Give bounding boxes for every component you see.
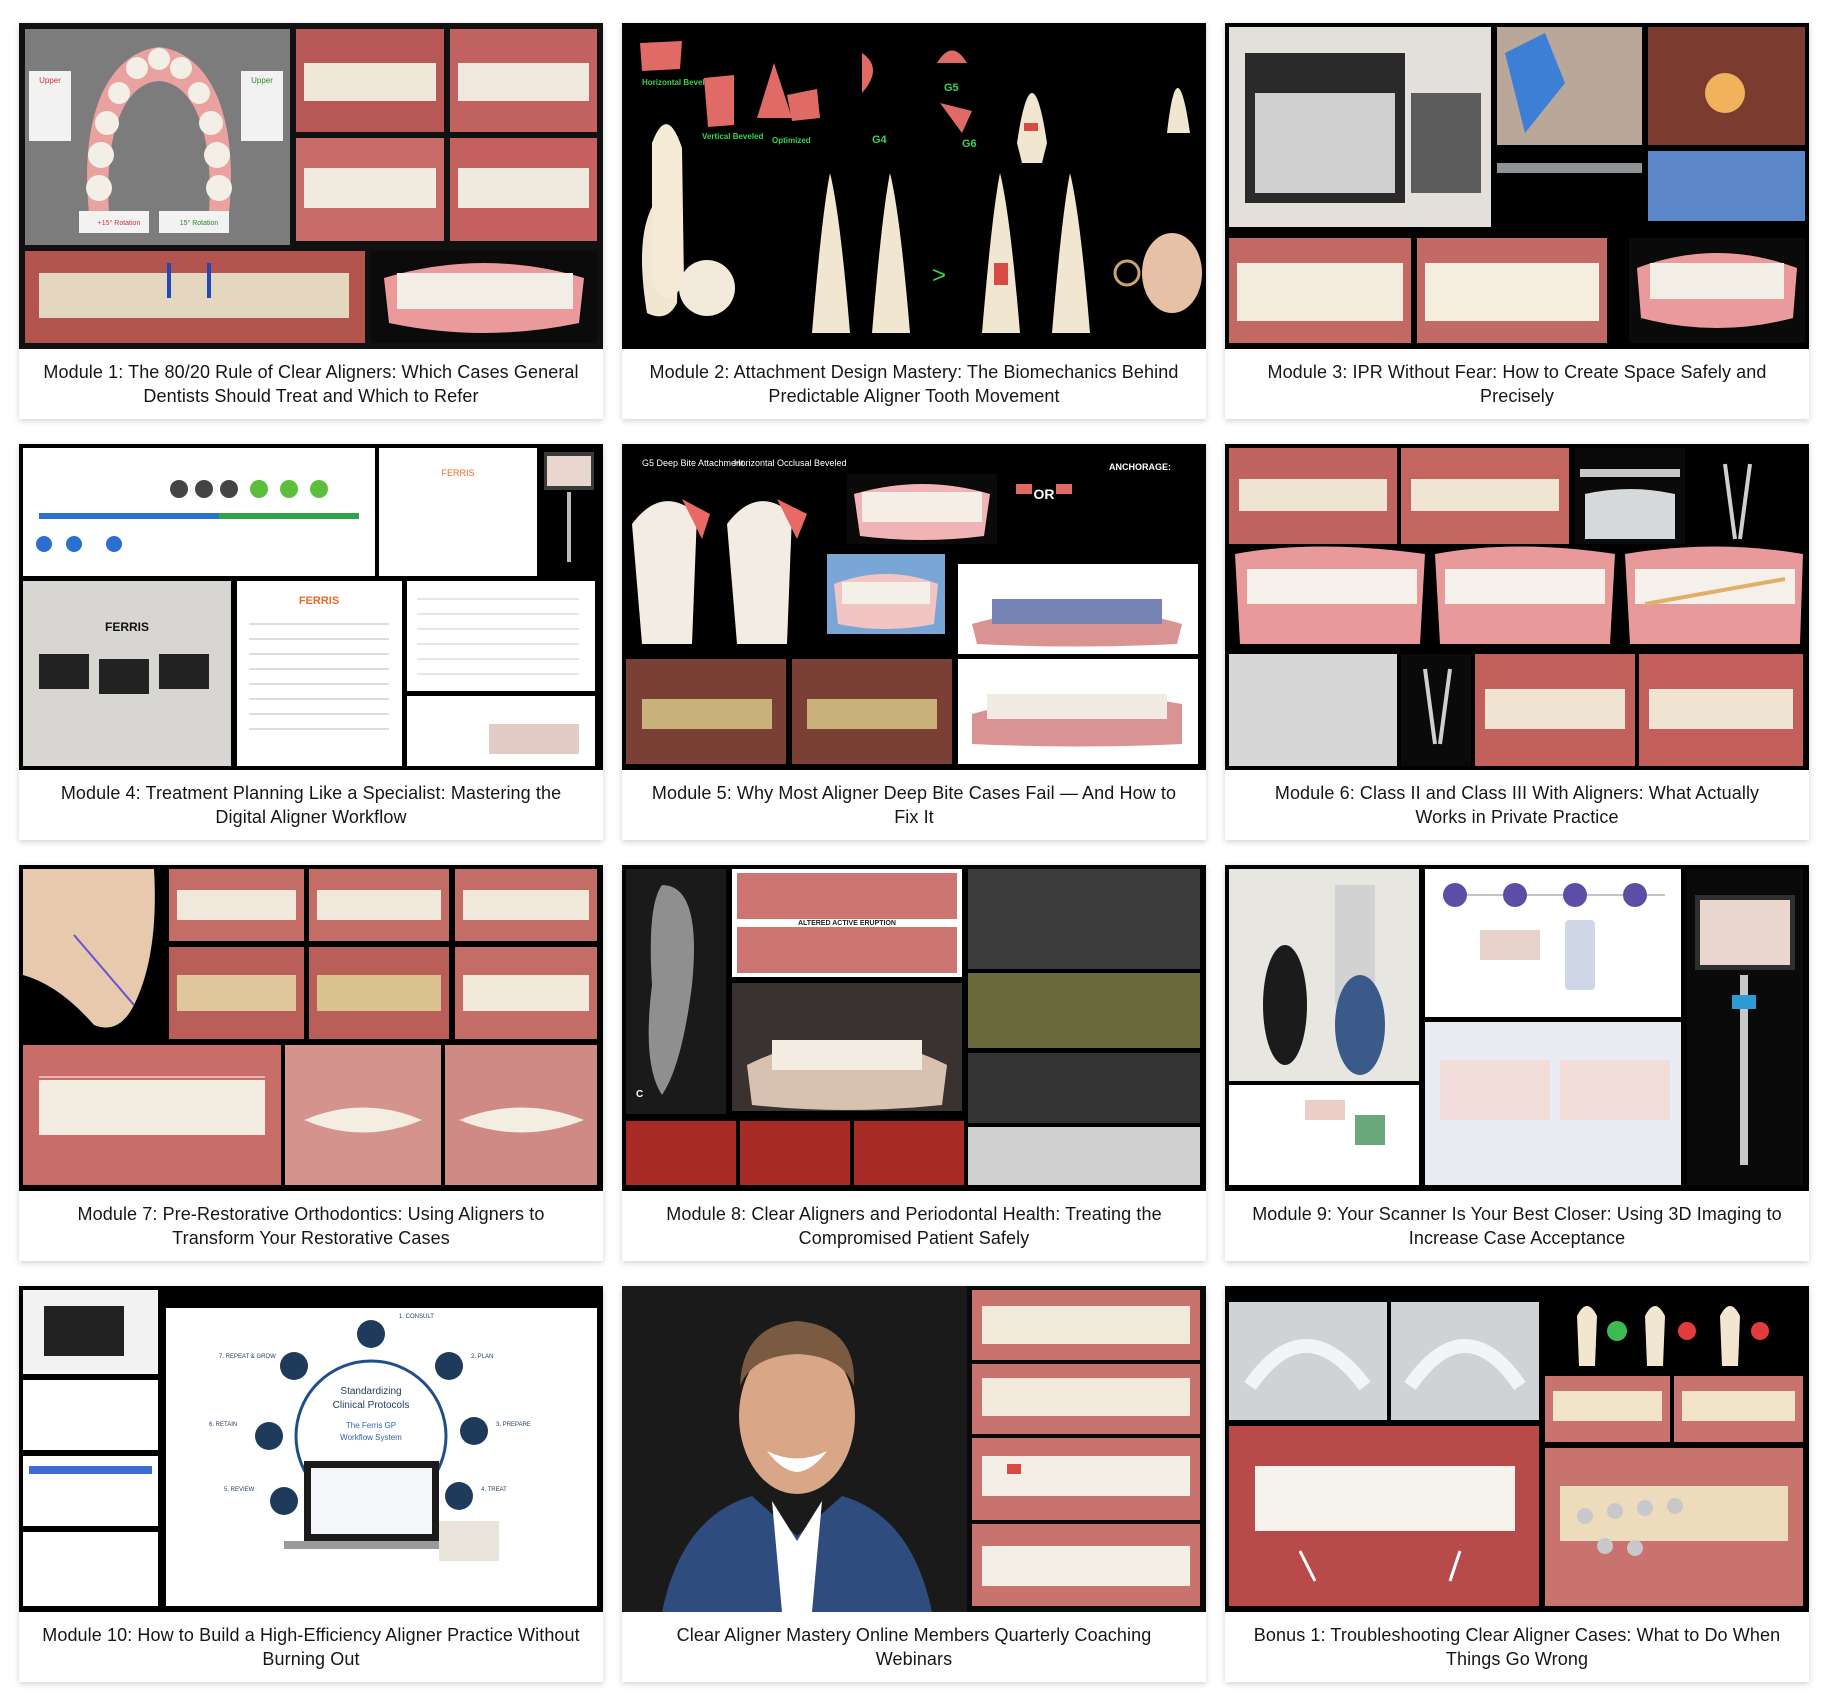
workflow-step-6: 6. RETAIN bbox=[209, 1422, 237, 1428]
horizontal-occlusal-label: Horizontal Occlusal Beveled bbox=[734, 458, 847, 468]
module-3-thumbnail bbox=[1225, 23, 1809, 349]
module-title[interactable]: Module 3: IPR Without Fear: How to Creat… bbox=[1267, 362, 1767, 406]
brand-label-1: FERRIS bbox=[441, 468, 474, 478]
module-card-1[interactable]: Upper Upper +15° Rotation 15° Rotation bbox=[19, 23, 603, 419]
attachment-label-1: Horizontal Beveled bbox=[642, 78, 714, 87]
module-title[interactable]: Clear Aligner Mastery Online Members Qua… bbox=[676, 1625, 1152, 1669]
rotation-badge-a: +15° Rotation bbox=[98, 219, 141, 227]
module-grid: Upper Upper +15° Rotation 15° Rotation bbox=[19, 23, 1809, 1682]
workflow-step-1: 1. CONSULT bbox=[399, 1314, 434, 1320]
workflow-step-2: 2. PLAN bbox=[471, 1354, 493, 1360]
anchorage-label: ANCHORAGE: bbox=[1109, 462, 1171, 472]
module-title[interactable]: Module 8: Clear Aligners and Periodontal… bbox=[666, 1204, 1162, 1248]
workflow-center-2: Clinical Protocols bbox=[333, 1400, 410, 1411]
workflow-center-4: Workflow System bbox=[340, 1433, 402, 1442]
module-title[interactable]: Bonus 1: Troubleshooting Clear Aligner C… bbox=[1253, 1625, 1781, 1669]
module-card-6[interactable]: Module 6: Class II and Class III With Al… bbox=[1225, 444, 1809, 840]
attachment-label-3: Optimized bbox=[772, 136, 811, 145]
module-card-7[interactable]: Module 7: Pre-Restorative Orthodontics: … bbox=[19, 865, 603, 1261]
module-card-12[interactable]: Bonus 1: Troubleshooting Clear Aligner C… bbox=[1225, 1286, 1809, 1682]
workflow-center-1: Standardizing bbox=[340, 1386, 401, 1397]
module-card-10[interactable]: Standardizing Clinical Protocols The Fer… bbox=[19, 1286, 603, 1682]
brand-label-2: FERRIS bbox=[105, 620, 149, 634]
module-9-thumbnail bbox=[1225, 865, 1809, 1191]
scan-letter-c: C bbox=[636, 1089, 643, 1100]
altered-eruption-label: ALTERED ACTIVE ERUPTION bbox=[798, 920, 896, 927]
upper-left-label: Upper bbox=[39, 76, 61, 85]
module-8-thumbnail: C ALTERED ACTIVE ERUPTION bbox=[622, 865, 1206, 1191]
module-title[interactable]: Module 4: Treatment Planning Like a Spec… bbox=[60, 783, 562, 827]
attachment-label-2: Vertical Beveled bbox=[702, 132, 763, 141]
module-7-thumbnail bbox=[19, 865, 603, 1191]
brand-label-3: FERRIS bbox=[299, 595, 339, 607]
module-card-3[interactable]: Module 3: IPR Without Fear: How to Creat… bbox=[1225, 23, 1809, 419]
module-5-thumbnail: G5 Deep Bite Attachment Horizontal Occlu… bbox=[622, 444, 1206, 770]
workflow-step-4: 4. TREAT bbox=[481, 1487, 507, 1493]
module-card-5[interactable]: G5 Deep Bite Attachment Horizontal Occlu… bbox=[622, 444, 1206, 840]
module-card-8[interactable]: C ALTERED ACTIVE ERUPTION Module 8: Clea… bbox=[622, 865, 1206, 1261]
workflow-step-7: 7. REPEAT & GROW bbox=[219, 1354, 276, 1360]
deep-bite-label: G5 Deep Bite Attachment bbox=[642, 458, 744, 468]
rotation-badge-b: 15° Rotation bbox=[180, 219, 219, 227]
svg-text:>: > bbox=[932, 262, 946, 289]
bonus-1-thumbnail bbox=[1225, 1286, 1809, 1612]
module-card-11[interactable]: Clear Aligner Mastery Online Members Qua… bbox=[622, 1286, 1206, 1682]
module-10-thumbnail: Standardizing Clinical Protocols The Fer… bbox=[19, 1286, 603, 1612]
module-title[interactable]: Module 7: Pre-Restorative Orthodontics: … bbox=[77, 1204, 545, 1248]
attachment-label-g4: G4 bbox=[872, 134, 888, 146]
workflow-center-3: The Ferris GP bbox=[346, 1421, 396, 1430]
module-title[interactable]: Module 2: Attachment Design Mastery: The… bbox=[649, 362, 1179, 406]
module-card-9[interactable]: Module 9: Your Scanner Is Your Best Clos… bbox=[1225, 865, 1809, 1261]
module-card-4[interactable]: FERRIS FERRIS FERRIS bbox=[19, 444, 603, 840]
or-label: OR bbox=[1034, 486, 1055, 502]
module-2-thumbnail: Horizontal Beveled Vertical Beveled Opti… bbox=[622, 23, 1206, 349]
workflow-step-5: 5. REVIEW bbox=[224, 1487, 255, 1493]
attachment-label-g6: G6 bbox=[962, 138, 977, 150]
upper-right-label: Upper bbox=[251, 76, 273, 85]
module-card-2[interactable]: Horizontal Beveled Vertical Beveled Opti… bbox=[622, 23, 1206, 419]
module-title[interactable]: Module 6: Class II and Class III With Al… bbox=[1274, 783, 1760, 827]
workflow-step-3: 3. PREPARE bbox=[496, 1422, 531, 1428]
module-title[interactable]: Module 5: Why Most Aligner Deep Bite Cas… bbox=[651, 783, 1177, 827]
module-title[interactable]: Module 10: How to Build a High-Efficienc… bbox=[42, 1625, 580, 1669]
module-1-thumbnail: Upper Upper +15° Rotation 15° Rotation bbox=[19, 23, 603, 349]
module-6-thumbnail bbox=[1225, 444, 1809, 770]
module-title[interactable]: Module 1: The 80/20 Rule of Clear Aligne… bbox=[43, 362, 579, 406]
module-4-thumbnail: FERRIS FERRIS FERRIS bbox=[19, 444, 603, 770]
attachment-label-g5: G5 bbox=[944, 82, 959, 94]
module-title[interactable]: Module 9: Your Scanner Is Your Best Clos… bbox=[1252, 1204, 1782, 1248]
coaching-webinars-thumbnail bbox=[622, 1286, 1206, 1612]
